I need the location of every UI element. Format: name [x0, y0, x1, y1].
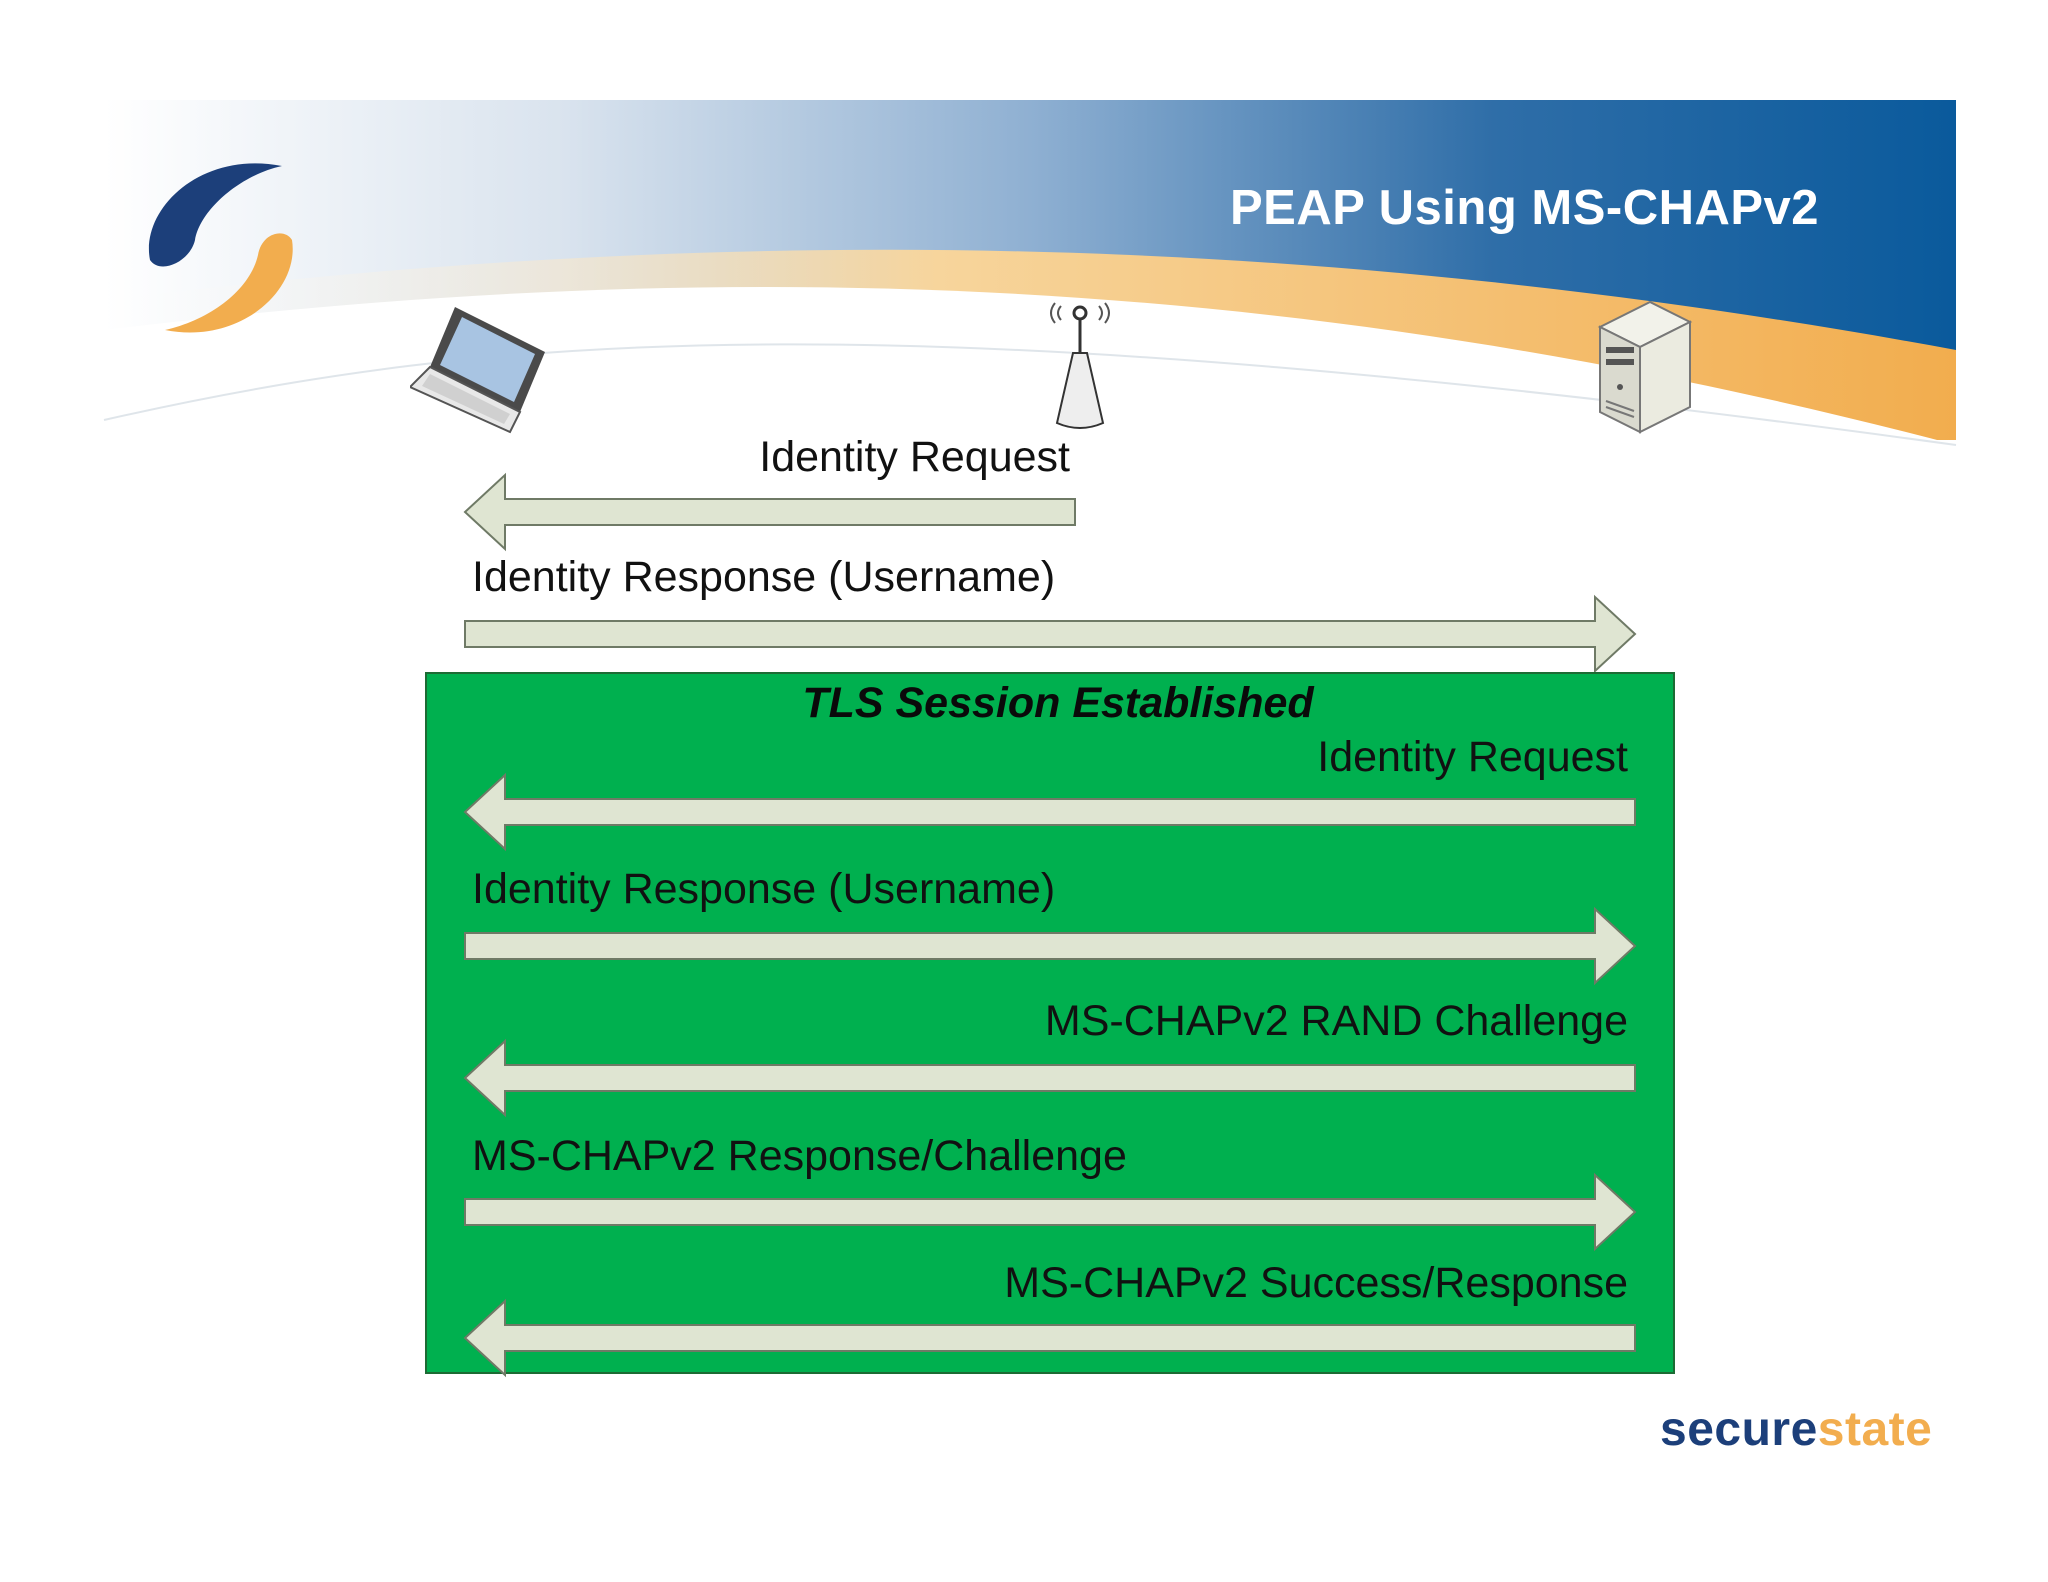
slide-title: PEAP Using MS-CHAPv2 [1230, 181, 1820, 235]
arrow-left [463, 1038, 1636, 1118]
arrow-left [463, 1298, 1636, 1378]
message-label: MS-CHAPv2 Success/Response [1004, 1259, 1628, 1307]
arrow-left [463, 472, 1076, 552]
laptop-icon [410, 307, 545, 434]
message-label: Identity Request [1317, 733, 1628, 781]
brand-part-2: state [1817, 1403, 1933, 1456]
tls-session-title: TLS Session Established [802, 679, 1314, 727]
arrow-right [464, 1172, 1637, 1252]
brand-wordmark: securestate [1660, 1402, 1932, 1457]
message-label: MS-CHAPv2 Response/Challenge [472, 1132, 1127, 1180]
arrow-right [464, 906, 1637, 986]
antenna-icon [1050, 302, 1110, 429]
server-icon [1597, 300, 1693, 434]
tls-session-box [425, 672, 1675, 1374]
message-label: Identity Response (Username) [472, 865, 1056, 913]
message-label: Identity Response (Username) [472, 553, 1056, 601]
arrow-left [463, 772, 1636, 852]
message-label: MS-CHAPv2 RAND Challenge [1044, 997, 1628, 1045]
company-logo-icon [148, 163, 293, 333]
arrow-right [464, 594, 1637, 674]
message-label: Identity Request [759, 433, 1070, 481]
brand-part-1: secure [1660, 1403, 1818, 1456]
